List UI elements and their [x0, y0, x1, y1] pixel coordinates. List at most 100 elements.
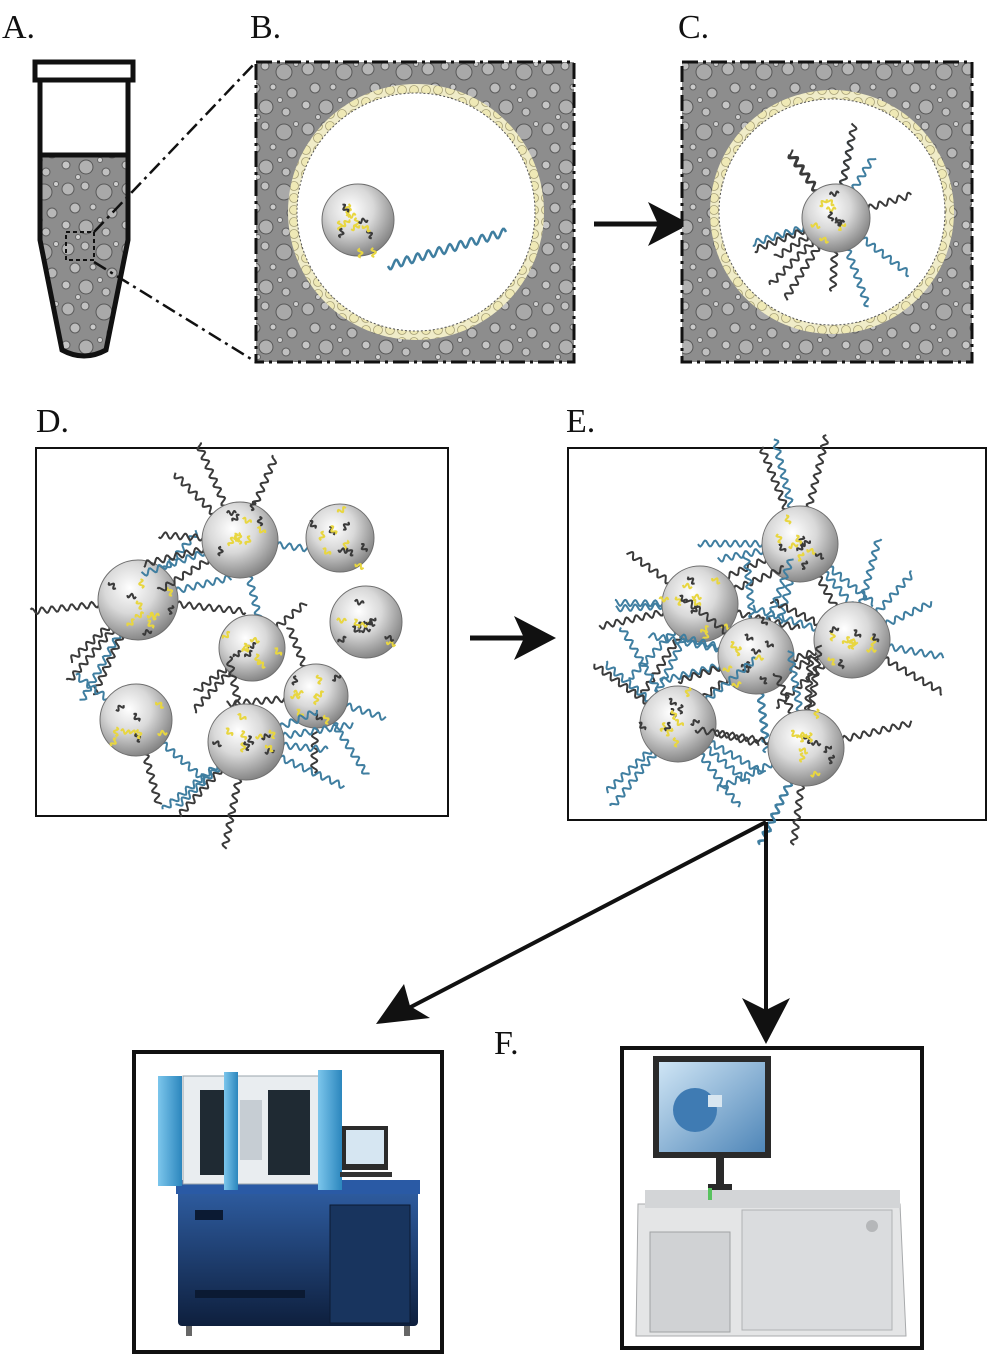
dna-strand [755, 687, 770, 754]
dna-strand [274, 754, 346, 790]
primer-strand [759, 675, 768, 685]
sequencing-bead-icon [193, 602, 308, 714]
dna-strand [178, 764, 225, 818]
primer-strand [370, 247, 377, 258]
primer-strand [686, 576, 695, 585]
primer-strand [156, 729, 168, 737]
dna-strand [702, 656, 756, 706]
primer-strand [330, 525, 338, 535]
dna-fragment [386, 227, 508, 271]
dna-strand [328, 718, 370, 775]
primer-strand [350, 224, 361, 232]
primer-strand [291, 675, 299, 686]
primer-strand [692, 598, 702, 607]
primer-strand [684, 686, 692, 698]
primer-strand [293, 689, 304, 696]
dna-strand [770, 598, 824, 627]
sequencing-bead-icon [593, 627, 766, 808]
primer-strand [254, 653, 261, 664]
primer-strand [264, 744, 274, 753]
flow-arrow-icon [594, 202, 690, 246]
primer-strand [828, 190, 840, 197]
enriched-bead-panel-e [567, 434, 987, 846]
dna-strand [678, 633, 726, 651]
primer-strand [342, 219, 351, 228]
panel-label-a: A. [2, 9, 35, 46]
dna-strand [193, 663, 231, 693]
benchtop-sequencer-icon [620, 1046, 924, 1350]
primer-strand [221, 630, 231, 639]
dna-strand [609, 747, 659, 807]
amplified-bead-icon [752, 122, 913, 308]
sequencing-bead-icon [75, 672, 207, 805]
primer-strand [730, 640, 738, 651]
dna-strand [244, 570, 263, 624]
panel-label-d: D. [36, 403, 69, 440]
primer-strand [829, 626, 840, 633]
dna-strand [873, 570, 913, 618]
primer-strand [764, 640, 774, 648]
dna-strand [783, 241, 821, 301]
dna-strand [677, 662, 726, 685]
primer-strand [240, 730, 248, 741]
dna-strand [605, 744, 655, 794]
dna-strand [274, 709, 318, 732]
primer-strand [264, 747, 275, 755]
dna-strand [70, 620, 114, 663]
dna-strand [829, 246, 839, 293]
dna-strand [161, 760, 222, 810]
dna-strand [92, 629, 125, 696]
microcentrifuge-tube-icon [32, 59, 136, 359]
dna-strand [789, 149, 822, 195]
primer-strand [217, 545, 224, 557]
dna-strand [157, 531, 209, 542]
primer-strand [342, 521, 350, 531]
sequencing-bead-icon [694, 644, 913, 846]
primer-strand [260, 733, 271, 741]
dna-strand [170, 574, 233, 596]
primer-strand [809, 770, 821, 778]
primer-strand [336, 506, 347, 514]
primer-strand [668, 697, 677, 706]
dna-strand [173, 472, 219, 518]
panel-label-c: C. [678, 9, 709, 46]
primer-strand [167, 604, 175, 615]
primer-strand [690, 719, 700, 726]
primer-strand [243, 740, 251, 752]
tube-panel [32, 59, 257, 364]
dna-strand [273, 602, 308, 632]
primer-strand [134, 611, 145, 619]
primer-strand [351, 625, 361, 633]
dna-strand [754, 225, 810, 254]
primer-strand [837, 658, 845, 670]
sequencing-bead-icon [140, 442, 352, 624]
primer-strand [806, 548, 817, 555]
primer-strand [775, 533, 783, 544]
primer-strand [795, 543, 805, 552]
primer-strand [784, 514, 792, 525]
dna-strand [716, 758, 778, 792]
primer-strand [801, 560, 809, 570]
dna-strand [759, 446, 792, 515]
dna-strand [819, 568, 854, 605]
primer-strand [226, 510, 237, 516]
primer-strand [256, 661, 266, 669]
primer-strand [236, 534, 243, 545]
primer-strand [663, 721, 672, 732]
dna-strand [857, 235, 909, 278]
dna-strand [647, 632, 726, 653]
bead-sphere [767, 709, 845, 787]
primer-strand [384, 635, 395, 642]
dna-strand [729, 565, 785, 595]
primer-strand [345, 207, 352, 218]
primer-strand [231, 513, 240, 522]
primer-strand [225, 727, 234, 736]
primer-strand [256, 515, 264, 527]
primer-strand [318, 530, 326, 542]
zoom-guide-top [93, 61, 257, 233]
zoom-guide-bottom [93, 260, 257, 364]
primer-strand [357, 620, 366, 629]
dna-strand [226, 655, 243, 712]
sequencer-instrument-icon [132, 1050, 444, 1354]
primer-strand [126, 592, 137, 600]
